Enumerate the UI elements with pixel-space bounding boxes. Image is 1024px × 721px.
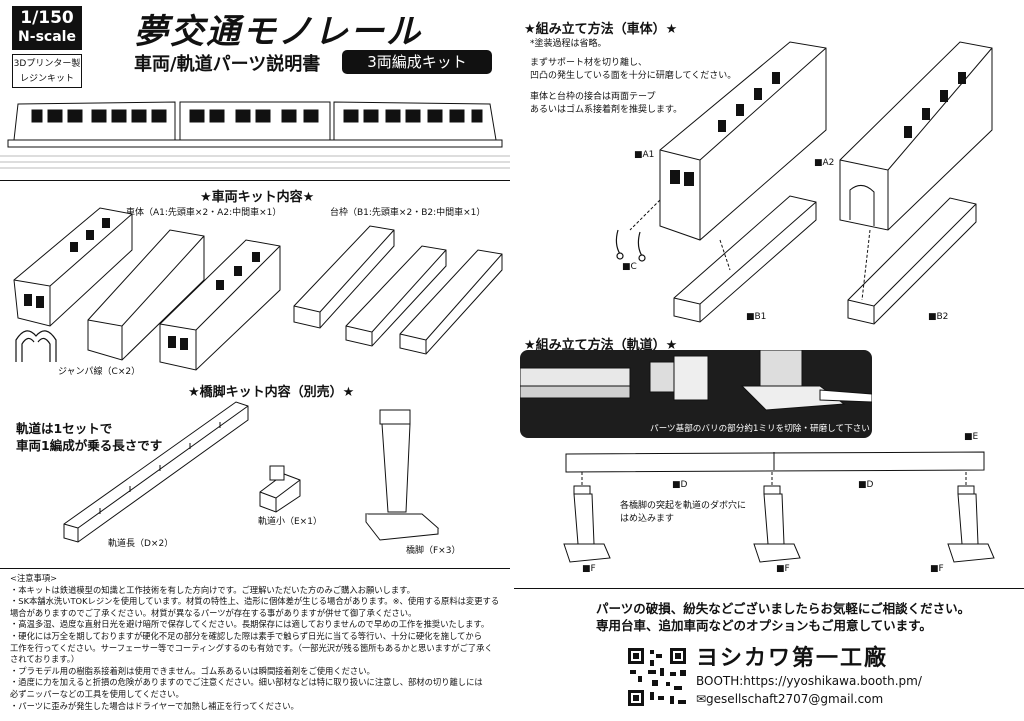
track-note-line1: 軌道は1セットで bbox=[16, 421, 113, 436]
kit-type-line2: レジンキット bbox=[19, 74, 74, 84]
notes-line: ・パーツに歪みが発生した場合はドライヤーで加熱し補正を行ってください。 bbox=[10, 700, 299, 711]
pier-note-line1: 各橋脚の突起を軌道のダボ穴に bbox=[620, 501, 747, 511]
label-a1: ■A1 bbox=[634, 150, 655, 160]
contact-info: BOOTH:https://yyoshikawa.booth.pm/ ✉gese… bbox=[696, 672, 922, 708]
label-d-right: ■D bbox=[858, 480, 874, 490]
short-rail-illustration bbox=[259, 465, 301, 513]
notes-line: 必ずニッパーなどの工具を使用してください。 bbox=[10, 688, 184, 699]
page-subtitle: 車両/軌道パーツ説明書 bbox=[134, 54, 321, 75]
notes-line: ・本キットは鉄道模型の知識と工作技術を有した方向けです。ご理解いただいた方のみご… bbox=[10, 584, 415, 595]
notes-heading: <注意事項> bbox=[10, 573, 58, 583]
jumper-cable-illustration bbox=[15, 330, 57, 362]
label-e: ■E bbox=[964, 432, 979, 442]
notes-line: ・高温多湿、過度な直射日光を避け暗所で保存してください。長期保存には適しておりま… bbox=[10, 619, 490, 630]
track-assembly-heading: ★組み立て方法（軌道）★ bbox=[524, 338, 678, 353]
long-rail-label: 軌道長（D×2） bbox=[108, 539, 174, 549]
notes-line: ・過度に力を加えると折損の危険がありますのでご注意ください。細い部材などは特に取… bbox=[10, 677, 483, 688]
train-side-illustration bbox=[0, 101, 510, 169]
notes-line: ・SK本舗水洗いTOKレジンを使用しています。材質の特性上、造形に個体差が生じる… bbox=[10, 596, 500, 607]
truck-frame-label: 台枠（B1:先頭車×2・B2:中間車×1） bbox=[330, 208, 486, 218]
formation-badge: 3両編成キット bbox=[342, 50, 492, 74]
notes-line: ・プラモデル用の樹脂系接着剤は使用できません。ゴム系あるいは瞬間接着剤をご使用く… bbox=[10, 665, 375, 676]
pier-insert-note: 各橋脚の突起を軌道のダボ穴に はめ込みます bbox=[620, 500, 746, 526]
pier-kit-heading: ★橋脚キット内容（別売）★ bbox=[188, 385, 355, 400]
vehicle-kit-heading: ★車両キット内容★ bbox=[200, 190, 315, 205]
deburr-photo-panel: パーツ基部のバリの部分約1ミリを切除・研磨して下さい bbox=[520, 350, 872, 438]
label-d-left: ■D bbox=[672, 480, 688, 490]
support-line1: パーツの破損、紛失などございましたらお気軽にご相談ください。 bbox=[596, 601, 971, 616]
track-note-line2: 車両1編成が乗る長さです bbox=[16, 438, 163, 453]
car-body-label: 車体（A1:先頭車×2・A2:中間車×1） bbox=[126, 208, 282, 218]
car-assembly-notes: *塗装過程は省略。 まずサポート材を切り離し、 凹凸の発生している面を十分に研磨… bbox=[530, 38, 736, 117]
kit-type-line1: 3Dプリンター製 bbox=[13, 59, 81, 69]
scale-gauge: N-scale bbox=[18, 29, 76, 45]
label-c: ■C bbox=[622, 262, 637, 272]
track-assembly-illustration bbox=[563, 451, 995, 563]
notes-line: されております。） bbox=[10, 654, 80, 665]
divider-left-bottom bbox=[0, 568, 510, 569]
car-assembly-heading: ★組み立て方法（車体）★ bbox=[524, 22, 678, 37]
support-message: パーツの破損、紛失などございましたらお気軽にご相談ください。 専用台車、追加車両… bbox=[596, 600, 970, 634]
notes-line: 工作を行ってください。サーフェーサー等でコーティングするのも有効です。（一部光沢… bbox=[10, 642, 493, 653]
scale-badge: 1/150 N-scale bbox=[12, 6, 82, 50]
car-note-4: 車体と台枠の接合は両面テープ bbox=[530, 92, 656, 102]
car-note-5: あるいはゴム系接着剤を推奨します。 bbox=[530, 105, 683, 115]
car-note-3: 凹凸の発生している面を十分に研磨してください。 bbox=[530, 71, 737, 81]
divider-left-top bbox=[0, 180, 510, 181]
deburr-caption: パーツ基部のバリの部分約1ミリを切除・研磨して下さい bbox=[650, 424, 870, 434]
email-link[interactable]: ✉gesellschaft2707@gmail.com bbox=[696, 692, 884, 706]
scale-ratio: 1/150 bbox=[20, 8, 74, 28]
label-f-2: ■F bbox=[776, 564, 790, 574]
notes-line: 場合がありますのでご了承ください。材質が異なるパーツが存在する事がありますが併せ… bbox=[10, 607, 417, 618]
short-rail-label: 軌道小（E×1） bbox=[258, 517, 322, 527]
booth-link[interactable]: BOOTH:https://yyoshikawa.booth.pm/ bbox=[696, 674, 922, 688]
page-title: 夢交通モノレール bbox=[134, 12, 422, 52]
car-note-2: まずサポート材を切り離し、 bbox=[530, 58, 648, 68]
long-rail-illustration bbox=[63, 401, 249, 543]
kit-type-box: 3Dプリンター製 レジンキット bbox=[12, 54, 82, 88]
car-note-1: *塗装過程は省略。 bbox=[530, 39, 607, 49]
label-f-1: ■F bbox=[582, 564, 596, 574]
divider-right-bottom bbox=[514, 588, 1024, 589]
pier-note-line2: はめ込みます bbox=[620, 514, 675, 524]
qr-code-icon[interactable] bbox=[626, 646, 688, 708]
label-f-3: ■F bbox=[930, 564, 944, 574]
deburr-detail-illustration bbox=[520, 350, 872, 411]
notes-line: ・硬化には万全を期しておりますが硬化不足の部分を確認した際は素手で触らず日光に当… bbox=[10, 630, 483, 641]
pier-label: 橋脚（F×3） bbox=[406, 546, 461, 556]
notes-section: <注意事項> ・本キットは鉄道模型の知識と工作技術を有した方向けです。ご理解いた… bbox=[10, 573, 508, 712]
car-body-parts-illustration bbox=[13, 207, 281, 371]
pier-illustration bbox=[365, 409, 440, 541]
truck-frame-parts-illustration bbox=[293, 225, 503, 355]
maker-name: ヨシカワ第一工廠 bbox=[696, 646, 889, 671]
car-assembly-illustration bbox=[615, 41, 993, 325]
track-length-note: 軌道は1セットで 車両1編成が乗る長さです bbox=[16, 420, 162, 454]
label-a2: ■A2 bbox=[814, 158, 835, 168]
support-line2: 専用台車、追加車両などのオプションもご用意しています。 bbox=[596, 618, 932, 633]
label-b1: ■B1 bbox=[746, 312, 767, 322]
label-b2: ■B2 bbox=[928, 312, 949, 322]
jumper-cable-label: ジャンパ線（C×2） bbox=[58, 367, 141, 377]
